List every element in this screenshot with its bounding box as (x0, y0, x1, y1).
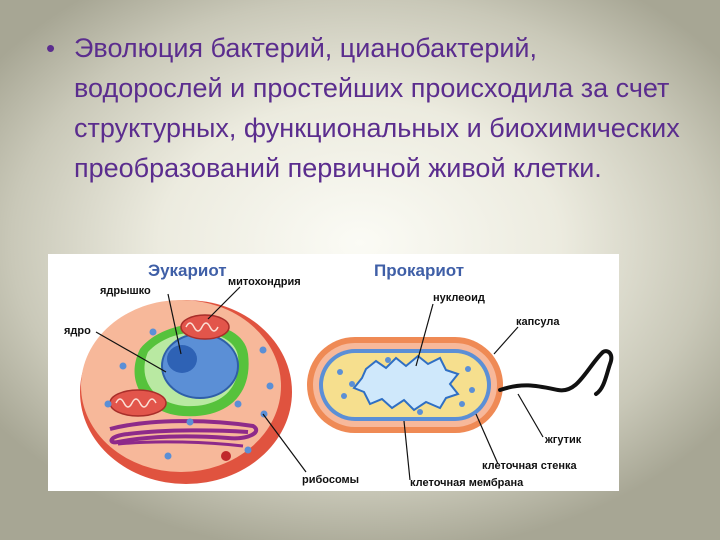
cell-diagram: Эукариот (64, 261, 614, 489)
nucleoid (352, 354, 460, 412)
mitochondrion-cristae-top (185, 322, 219, 332)
slide-text-block: • Эволюция бактерий, цианобактерий, водо… (40, 28, 680, 188)
bullet-item: • Эволюция бактерий, цианобактерий, водо… (40, 28, 680, 188)
mitochondrion-cristae-bottom (115, 398, 157, 408)
mitochondrion-bottom (109, 389, 167, 417)
bullet-text: Эволюция бактерий, цианобактерий, водоро… (74, 33, 680, 183)
eukaryote-title: Эукариот (148, 261, 227, 280)
label-nucleoid: нуклеоид (433, 292, 485, 304)
nucleolus (167, 345, 197, 373)
prokaryote-title: Прокариот (374, 261, 464, 280)
prokaryote-cell (307, 337, 614, 433)
flagellum (498, 349, 614, 396)
label-nucleus: ядро (64, 325, 91, 337)
eukaryote-leader-lines (95, 286, 307, 473)
vacuole-red (221, 451, 231, 461)
bullet-marker: • (46, 33, 56, 63)
label-nucleolus: ядрышко (100, 285, 151, 297)
label-capsule: капсула (516, 316, 560, 328)
label-mitochondria: митохондрия (228, 276, 301, 288)
label-ribosomes: рибосомы (302, 474, 359, 486)
eukaryote-cell (80, 300, 292, 484)
prokaryote-leader-lines (403, 303, 544, 481)
cell-comparison-figure: Эукариот (48, 254, 619, 491)
prokaryote-ribosomes (337, 357, 475, 415)
label-cell-membrane: клеточная мембрана (410, 477, 524, 489)
eukaryote-er-purple (109, 419, 259, 445)
eukaryote-ribosomes (104, 328, 274, 460)
mitochondrion-top (180, 314, 230, 340)
eukaryote-er-purple-2 (117, 440, 244, 448)
label-cell-wall: клеточная стенка (482, 460, 578, 472)
label-flagellum: жгутик (544, 434, 582, 446)
